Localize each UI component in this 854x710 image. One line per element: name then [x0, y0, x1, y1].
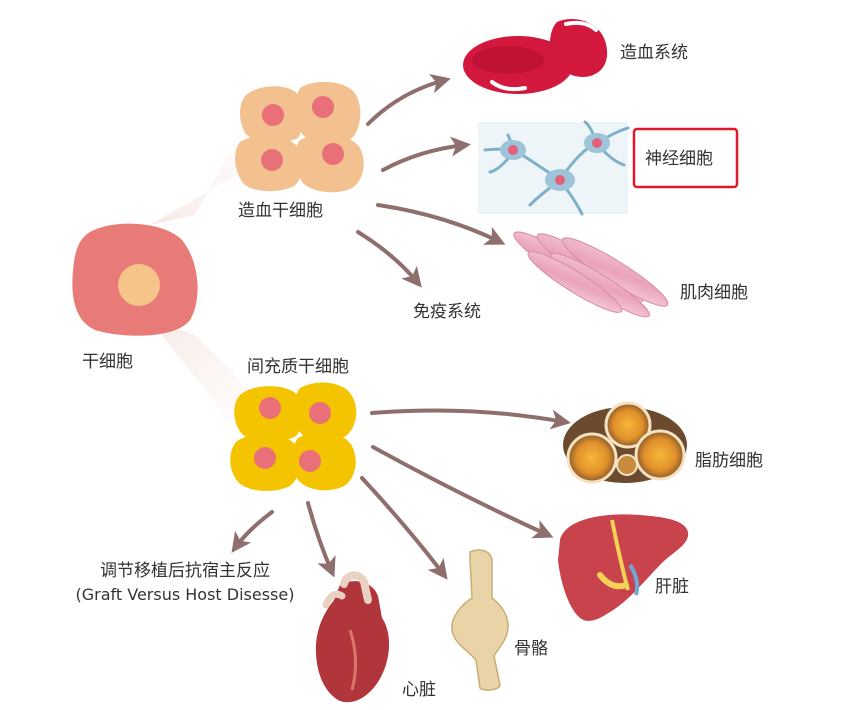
- gvhd-label: 调节移植后抗宿主反应 (Graft Versus Host Disesse): [50, 561, 320, 605]
- liver-label: 肝脏: [655, 577, 689, 597]
- arrow-to-neuron: [381, 136, 471, 172]
- hematopoietic-system-label: 造血系统: [620, 43, 688, 63]
- muscle-cells-icon: [513, 231, 669, 318]
- arrow-to-immune: [356, 230, 422, 288]
- hsc-cluster-icon: [235, 81, 364, 193]
- arrow-to-bone: [360, 476, 448, 580]
- arrow-to-liver: [371, 445, 554, 539]
- arrow-to-muscle: [376, 203, 506, 245]
- stem-cell-label: 干细胞: [82, 352, 133, 372]
- msc-cluster-icon: [230, 382, 357, 491]
- heart-label: 心脏: [402, 680, 436, 700]
- gvhd-english-label: (Graft Versus Host Disesse): [75, 585, 295, 604]
- bone-label: 骨骼: [514, 639, 548, 659]
- red-blood-cells-icon: [463, 19, 608, 94]
- muscle-cell-label: 肌肉细胞: [680, 283, 748, 303]
- arrow-to-fat: [370, 408, 571, 430]
- fat-cell-label: 脂肪细胞: [695, 451, 763, 471]
- fan-connector-top: [150, 115, 250, 225]
- bone-icon: [451, 549, 509, 691]
- fat-cells-icon: [563, 401, 687, 484]
- stem-cell-icon: [72, 223, 198, 336]
- hsc-arrows: [356, 73, 506, 288]
- msc-arrows: [231, 408, 571, 580]
- liver-icon: [558, 514, 689, 621]
- arrow-to-gvhd: [231, 510, 274, 553]
- neuron-label: 神经细胞: [645, 149, 713, 169]
- msc-label: 间充质干细胞: [247, 357, 349, 377]
- immune-system-label: 免疫系统: [413, 302, 481, 322]
- gvhd-chinese-label: 调节移植后抗宿主反应: [100, 561, 270, 581]
- neuron-highlight-box: [632, 127, 739, 189]
- neuron-cells-icon: [478, 120, 630, 216]
- hsc-label: 造血干细胞: [238, 201, 323, 221]
- arrow-to-heart: [306, 501, 336, 578]
- fan-connector-bottom: [150, 320, 250, 440]
- arrow-to-hematopoietic: [366, 73, 451, 126]
- heart-icon: [315, 571, 390, 703]
